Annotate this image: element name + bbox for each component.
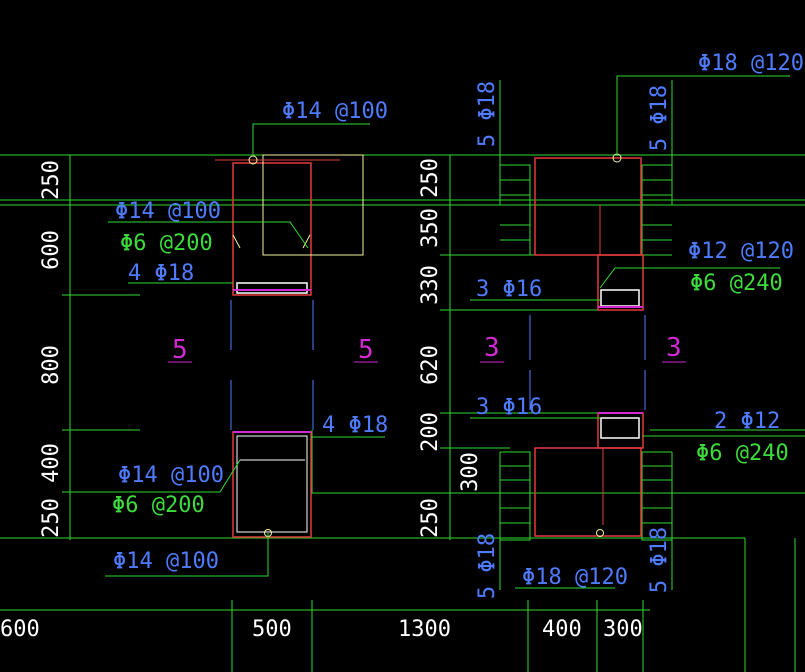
bottom-dimensions: 600 500 1300 400 300 — [0, 617, 643, 642]
right-lower-section — [529, 370, 646, 537]
section-mark-left-b: 5 — [358, 335, 374, 365]
label-bottom-phi14: Φ14 @100 — [113, 549, 219, 574]
dim-800: 800 — [39, 345, 64, 385]
dim-mid-250-bot: 250 — [418, 498, 443, 538]
left-lower-section — [230, 380, 314, 538]
section-marks: 5 5 3 3 — [168, 333, 686, 365]
dim-600: 600 — [39, 230, 64, 270]
label-3phi16-b: 3 Φ16 — [476, 395, 542, 420]
section-mark-right-a: 3 — [484, 333, 500, 363]
label-5phi18-tr: 5 Φ18 — [647, 85, 672, 151]
dim-mid-620: 620 — [418, 345, 443, 385]
label-phi14-b: Φ14 @100 — [118, 463, 224, 488]
wall-hatching — [500, 179, 672, 524]
dim-mid-200: 200 — [418, 412, 443, 452]
dim-bottom-300: 300 — [603, 617, 643, 642]
middle-dimensions: 250 350 330 620 200 300 250 — [418, 158, 483, 538]
section-mark-right-b: 3 — [666, 333, 682, 363]
dim-400: 400 — [39, 443, 64, 483]
label-4phi18-a: 4 Φ18 — [128, 261, 194, 286]
dim-bottom-600: 600 — [0, 617, 40, 642]
dim-mid-250-top: 250 — [418, 158, 443, 198]
dim-250-top: 250 — [39, 160, 64, 200]
label-top-phi18: Φ18 @120 — [698, 51, 804, 76]
label-phi6-240-a: Φ6 @240 — [690, 271, 783, 296]
label-5phi18-br: 5 Φ18 — [647, 527, 672, 593]
label-phi6-240-b: Φ6 @240 — [696, 441, 789, 466]
label-2phi12: 2 Φ12 — [714, 409, 780, 434]
label-phi14-a: Φ14 @100 — [115, 199, 221, 224]
left-dimensions: 250 600 800 400 250 — [39, 160, 64, 538]
left-upper-section — [215, 154, 364, 350]
dim-250-bot: 250 — [39, 498, 64, 538]
label-phi12-120: Φ12 @120 — [688, 239, 794, 264]
dim-mid-300: 300 — [458, 452, 483, 492]
right-rebar-labels: Φ18 @120 5 Φ18 5 Φ18 Φ12 @120 Φ6 @240 3 … — [475, 51, 804, 599]
label-5phi18-bl: 5 Φ18 — [475, 533, 500, 599]
dim-bottom-1300: 1300 — [398, 617, 451, 642]
label-3phi16-a: 3 Φ16 — [476, 277, 542, 302]
label-top-phi14: Φ14 @100 — [282, 99, 388, 124]
dim-mid-330: 330 — [418, 265, 443, 305]
label-phi6-a: Φ6 @200 — [120, 231, 213, 256]
leader-lines — [105, 75, 790, 589]
label-4phi18-b: 4 Φ18 — [322, 413, 388, 438]
right-upper-section — [529, 153, 646, 360]
dimension-lines — [0, 80, 805, 672]
left-rebar-labels: Φ14 @100 Φ14 @100 Φ6 @200 4 Φ18 4 Φ18 Φ1… — [112, 99, 388, 574]
label-bottom-phi18: Φ18 @120 — [522, 565, 628, 590]
dim-bottom-500: 500 — [252, 617, 292, 642]
label-phi6-b: Φ6 @200 — [112, 493, 205, 518]
dim-mid-350: 350 — [418, 208, 443, 248]
section-mark-left-a: 5 — [172, 335, 188, 365]
label-5phi18-tl: 5 Φ18 — [475, 81, 500, 147]
dim-bottom-400: 400 — [542, 617, 582, 642]
